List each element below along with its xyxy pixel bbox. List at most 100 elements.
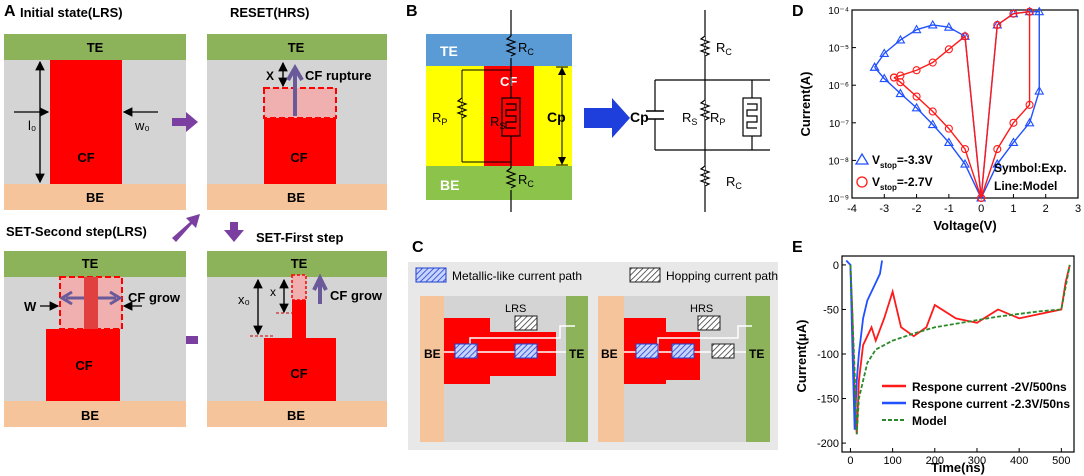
hrs-label: HRS xyxy=(690,303,713,315)
eq-rc-top xyxy=(699,35,711,57)
state-title: SET-First step xyxy=(256,230,343,245)
series-line xyxy=(849,264,1071,435)
y-tick-label: 10⁻⁹ xyxy=(828,194,849,205)
grow-label: CF grow xyxy=(330,288,383,303)
panel-e-letter: E xyxy=(792,239,803,256)
grow-arrow xyxy=(312,273,328,304)
grow-arrow-left xyxy=(59,290,84,306)
be-label: BE xyxy=(86,190,104,205)
data-point xyxy=(943,137,954,147)
data-point xyxy=(927,119,938,129)
y-axis-label: Current(A) xyxy=(798,72,813,137)
conductive-filament xyxy=(50,60,122,184)
rc-bottom-label: RC xyxy=(518,172,534,189)
cf-label: CF xyxy=(290,366,307,381)
y-tick-label: 10⁻⁵ xyxy=(828,44,849,55)
bottom-electrode xyxy=(207,401,387,427)
x-tick-label: 100 xyxy=(883,455,901,467)
arrow-set2-to-reset xyxy=(172,214,200,242)
hop-path-1 xyxy=(514,315,538,331)
eq-cp-label: Cp xyxy=(630,109,649,125)
cf-label: CF xyxy=(75,358,92,373)
eq-rc-top-label: RC xyxy=(716,40,732,57)
w0-label: w₀ xyxy=(134,118,150,133)
hop-path-1 xyxy=(711,343,735,359)
conductive-filament xyxy=(46,329,120,401)
y-tick-label: -150 xyxy=(817,394,839,406)
panel-a-letter: A xyxy=(4,3,16,20)
data-point xyxy=(960,158,970,168)
data-point xyxy=(912,92,921,101)
eq-rs-resistor xyxy=(699,99,711,121)
grow-label: CF grow xyxy=(128,290,181,305)
data-point xyxy=(928,58,937,67)
cf-label: CF xyxy=(500,74,517,89)
data-series xyxy=(869,6,1045,203)
hopping-element xyxy=(505,103,517,129)
data-point xyxy=(960,145,970,154)
arrow-reset-to-set1 xyxy=(224,222,244,242)
legend-series-2: Vstop=-2.7V xyxy=(872,175,933,192)
be-label: BE xyxy=(287,408,305,423)
legend-metal-text: Metallic-like current path xyxy=(452,269,582,283)
data-point xyxy=(943,22,954,31)
cf-label: CF xyxy=(77,150,94,165)
legend-series-1: Vstop=-3.3V xyxy=(872,153,933,170)
legend-series-2: Respone current -2.3V/50ns xyxy=(912,397,1070,411)
rp-label: RP xyxy=(432,110,447,127)
filament-neck xyxy=(84,277,98,329)
state-initial-lrs: Initial state(LRS) TE BE CF l₀ w₀ xyxy=(4,5,186,210)
x-tick-label: -3 xyxy=(879,203,889,215)
plot-frame xyxy=(841,255,1075,453)
metal-path-1 xyxy=(454,343,478,359)
data-point xyxy=(944,124,953,133)
data-point xyxy=(1009,9,1018,18)
te-label: TE xyxy=(291,256,308,271)
x-tick-label: 400 xyxy=(1010,455,1028,467)
y-tick-label: 10⁻⁶ xyxy=(828,81,849,92)
rc-top-resistor xyxy=(505,35,517,57)
data-point xyxy=(960,32,970,41)
filament-shape xyxy=(624,318,700,384)
x-tick-label: 200 xyxy=(926,455,944,467)
te-label: TE xyxy=(569,347,584,361)
state-title: SET-Second step(LRS) xyxy=(6,224,147,239)
x-tick-label: 500 xyxy=(1052,455,1070,467)
metal-path-2 xyxy=(514,343,538,359)
data-point xyxy=(992,158,1003,168)
conductive-filament xyxy=(264,118,336,184)
state-set-first: SET-First step TE BE CF x₀ x CF grow xyxy=(207,230,387,427)
x-tick-label: 3 xyxy=(1075,203,1081,215)
note-symbol: Symbol:Exp. xyxy=(994,161,1067,175)
legend-metal-swatch xyxy=(415,267,447,283)
rp-resistor xyxy=(456,97,468,119)
x-tick-label: -4 xyxy=(847,203,857,215)
data-point xyxy=(889,73,899,82)
te-label: TE xyxy=(440,43,458,59)
data-point xyxy=(927,19,938,29)
y-tick-label: 0 xyxy=(833,260,839,272)
bottom-electrode xyxy=(207,184,387,210)
l0-label: l₀ xyxy=(28,118,36,133)
eq-hop-element xyxy=(746,103,758,129)
legend-hop-swatch xyxy=(629,267,661,283)
x-label: x xyxy=(270,285,276,299)
y-axis-label: Current(μA) xyxy=(794,320,809,393)
data-point xyxy=(879,48,890,57)
y-tick-label: 10⁻⁴ xyxy=(828,6,849,17)
data-point xyxy=(912,66,921,75)
x-tick-label: 2 xyxy=(1043,203,1049,215)
y-tick-label: -100 xyxy=(817,349,839,361)
bottom-electrode xyxy=(4,401,186,427)
eq-rs-label: RS xyxy=(682,110,697,127)
panel-b-letter: B xyxy=(406,3,418,20)
legend-hop-text: Hopping current path xyxy=(666,269,778,283)
rc-bottom-resistor xyxy=(505,167,517,189)
x-tick-label: 0 xyxy=(978,203,984,215)
data-point xyxy=(879,73,890,83)
panel-a: A Initial state(LRS) TE BE CF l₀ w₀ RESE… xyxy=(4,3,387,427)
te-layer xyxy=(426,34,572,66)
